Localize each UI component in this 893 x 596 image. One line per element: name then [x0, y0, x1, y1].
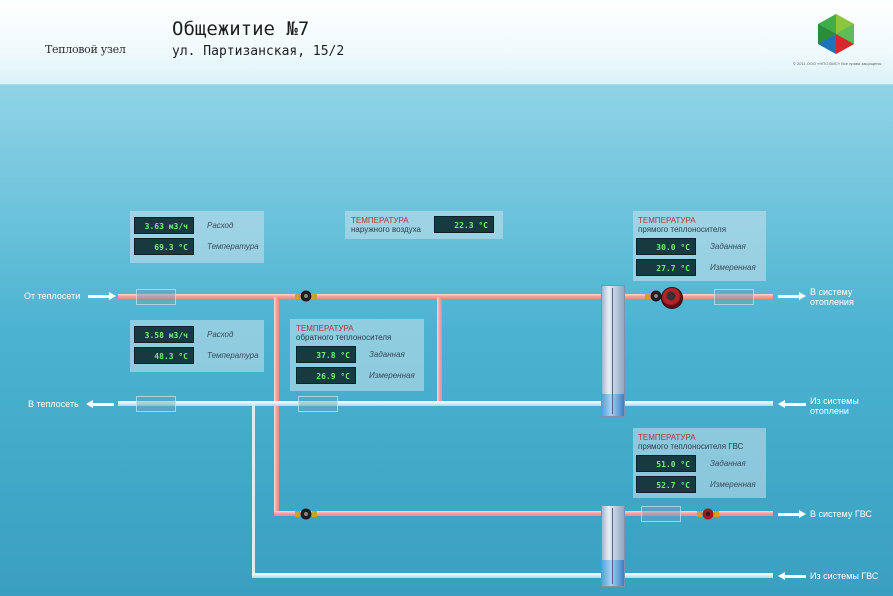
dhw-pump-icon[interactable] — [697, 508, 719, 520]
return-main-pipe — [118, 401, 603, 406]
return-flow-display: 3.58 м3/ч — [134, 326, 194, 343]
heating-supply-meas-display: 27.7 °C — [636, 259, 696, 276]
return-meter-panel: 3.58 м3/ч Расход 48.3 °C Температура — [130, 320, 264, 372]
supply-meter-panel: 3.63 м3/ч Расход 69.3 °C Температура — [130, 211, 264, 263]
supply-temp-label: Температура — [207, 242, 259, 251]
outdoor-temp-display: 22.3 °C — [434, 216, 494, 233]
dhw-supply-meas-label: Измеренная — [710, 480, 756, 489]
from-dhw-label: Из системы ГВС — [810, 571, 879, 581]
header-bar: Тепловой узел Общежитие №7 ул. Партизанс… — [0, 0, 893, 85]
to-dhw-label: В систему ГВС — [810, 509, 872, 519]
to-dhw-arrow-icon — [778, 510, 806, 518]
heating-supply-sensor — [714, 289, 754, 305]
section-label: Тепловой узел — [45, 43, 126, 56]
bypass-pipe — [437, 297, 442, 404]
heating-supply-pipe — [623, 294, 773, 299]
return-temp-display: 48.3 °C — [134, 347, 194, 364]
supply-flow-display: 3.63 м3/ч — [134, 217, 194, 234]
heating-pump-icon[interactable] — [661, 287, 683, 309]
return-coolant-set-display[interactable]: 37.8 °C — [296, 346, 356, 363]
from-dhw-arrow-icon — [778, 572, 806, 580]
heating-heat-exchanger — [601, 285, 625, 417]
dhw-supply-set-label: Заданная — [710, 459, 746, 468]
dhw-primary-pipe — [274, 511, 603, 516]
dhw-heat-exchanger — [601, 505, 625, 587]
from-network-arrow-icon — [88, 292, 116, 300]
company-logo-icon — [818, 14, 854, 54]
copyright-text: © 2011 ООО «НПО ВИС» Все права защищены — [793, 61, 882, 66]
dhw-supply-meas-display: 52.7 °C — [636, 476, 696, 493]
dhw-supply-sensor — [641, 506, 681, 522]
dhw-return-pipe — [252, 573, 773, 578]
heating-supply-set-display[interactable]: 30.0 °C — [636, 238, 696, 255]
to-heating-arrow-icon — [778, 292, 806, 300]
heating-return-pipe — [623, 401, 773, 406]
page-address: ул. Партизанская, 15/2 — [172, 44, 345, 59]
heating-supply-meas-label: Измеренная — [710, 263, 756, 272]
from-network-label: От теплосети — [24, 291, 81, 301]
to-network-label: В теплосеть — [28, 399, 79, 409]
page-title: Общежитие №7 — [172, 18, 310, 40]
return-flow-label: Расход — [207, 330, 234, 339]
dhw-supply-set-display[interactable]: 51.0 °C — [636, 455, 696, 472]
return-temp-sensor — [298, 396, 338, 412]
return-temp-label: Температура — [207, 351, 259, 360]
to-network-arrow-icon — [86, 400, 114, 408]
supply-flow-sensor — [136, 289, 176, 305]
supply-flow-label: Расход — [207, 221, 234, 230]
return-coolant-meas-display: 26.9 °C — [296, 367, 356, 384]
supply-control-valve-icon[interactable] — [295, 290, 317, 302]
dhw-return-vertical-pipe — [252, 404, 255, 576]
heating-supply-set-label: Заданная — [710, 242, 746, 251]
supply-temp-display: 69.3 °C — [134, 238, 194, 255]
return-coolant-set-label: Заданная — [369, 350, 405, 359]
supply-main-pipe — [118, 294, 603, 299]
dhw-branch-vertical-pipe — [274, 297, 279, 515]
return-coolant-meas-label: Измеренная — [369, 371, 415, 380]
return-flow-sensor — [136, 396, 176, 412]
from-heating-arrow-icon — [778, 400, 806, 408]
dhw-control-valve-icon[interactable] — [295, 508, 317, 520]
